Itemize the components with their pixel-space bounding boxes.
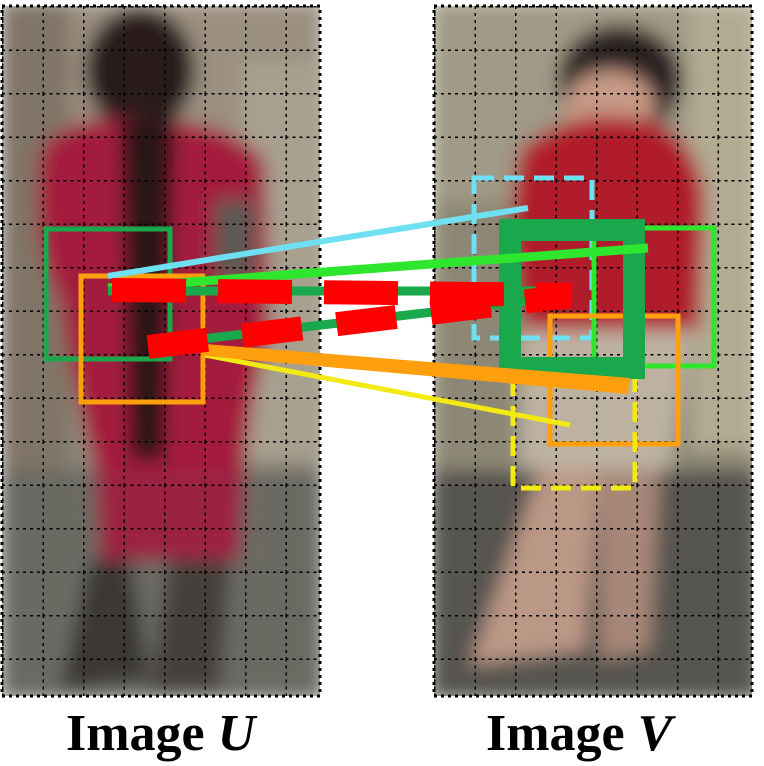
red-dashed-correspondence-upper [111, 278, 573, 307]
caption-image-v: Image V [486, 702, 672, 766]
caption-v-variable: V [637, 705, 673, 762]
bright-green-correspondence-line [107, 243, 649, 293]
caption-v-word: Image [486, 705, 625, 762]
orange-correspondence-line [205, 344, 630, 394]
right-bright-green-region-box [591, 225, 717, 369]
yellow-correspondence-line [204, 352, 571, 428]
caption-u-word: Image [66, 705, 205, 762]
cyan-correspondence-line [107, 205, 529, 279]
caption-u-variable: U [217, 705, 256, 762]
red-dashed-correspondence-lower [146, 284, 572, 359]
caption-image-u: Image U [66, 702, 255, 766]
